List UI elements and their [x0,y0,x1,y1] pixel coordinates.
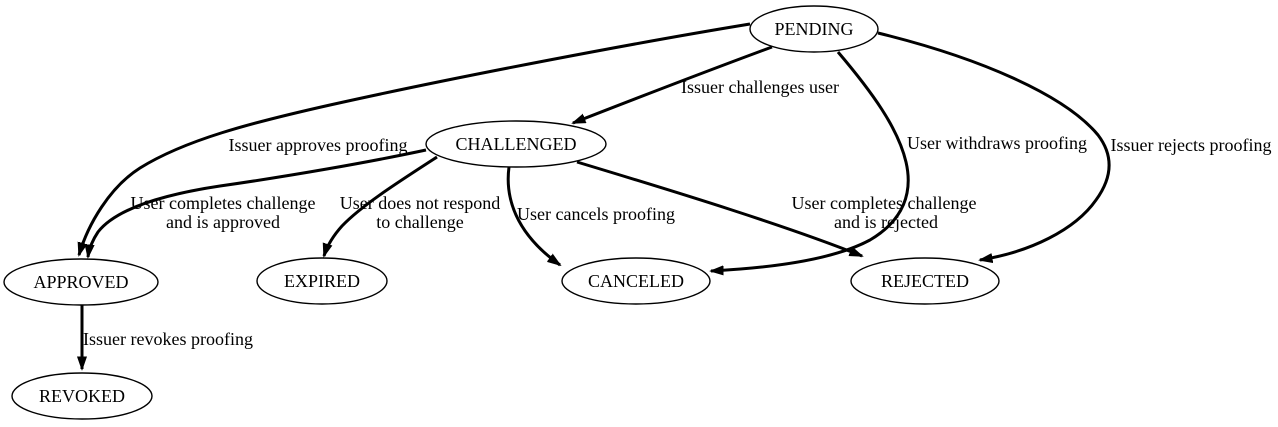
edge-pending-challenged [573,45,773,125]
edge-challenged-expired [322,155,438,256]
edge-label-completes-challenge-rejected-line2: and is rejected [834,212,938,232]
node-revoked-ellipse [11,372,153,420]
node-pending: PENDING [749,5,879,53]
edge-label-does-not-respond-line1: User does not respond [340,193,500,213]
node-canceled-label: CANCELED [588,271,684,291]
edge-label-user-cancels-proofing: User cancels proofing [517,204,675,224]
node-pending-label: PENDING [775,19,854,39]
edge-label-issuer-revokes-proofing: Issuer revokes proofing [83,329,253,349]
edge-label-does-not-respond-line2: to challenge [376,212,463,232]
edge-label-user-withdraws-proofing: User withdraws proofing [907,133,1087,153]
node-challenged-ellipse [425,120,607,168]
edge-label-issuer-rejects-proofing: Issuer rejects proofing [1111,135,1272,155]
node-revoked-label: REVOKED [39,386,125,406]
node-approved: APPROVED [3,258,159,306]
node-challenged-label: CHALLENGED [456,134,577,154]
edge-pending-canceled [711,51,910,271]
node-challenged: CHALLENGED [425,120,607,168]
node-rejected-label: REJECTED [881,271,969,291]
node-rejected-ellipse [850,257,1000,305]
edge-label-completes-challenge-rejected-line1: User completes challenge [792,193,977,213]
node-rejected: REJECTED [850,257,1000,305]
edge-label-completes-challenge-approved-line1: User completes challenge [131,193,316,213]
edge-label-completes-challenge-approved-line2: and is approved [166,212,280,232]
node-revoked: REVOKED [11,372,153,420]
edge-challenged-approved [88,148,427,257]
edge-challenged-rejected [576,160,862,258]
edge-challenged-canceled [506,166,560,267]
edge-label-issuer-approves-proofing: Issuer approves proofing [229,135,408,155]
node-pending-ellipse [749,5,879,53]
node-expired: EXPIRED [256,257,388,305]
node-approved-ellipse [3,258,159,306]
node-expired-label: EXPIRED [284,271,360,291]
edge-pending-approved [77,22,751,255]
edge-label-issuer-challenges-user: Issuer challenges user [681,77,839,97]
node-canceled-ellipse [561,257,711,305]
node-expired-ellipse [256,257,388,305]
node-canceled: CANCELED [561,257,711,305]
edge-pending-rejected [877,31,1111,260]
node-approved-label: APPROVED [33,272,128,292]
